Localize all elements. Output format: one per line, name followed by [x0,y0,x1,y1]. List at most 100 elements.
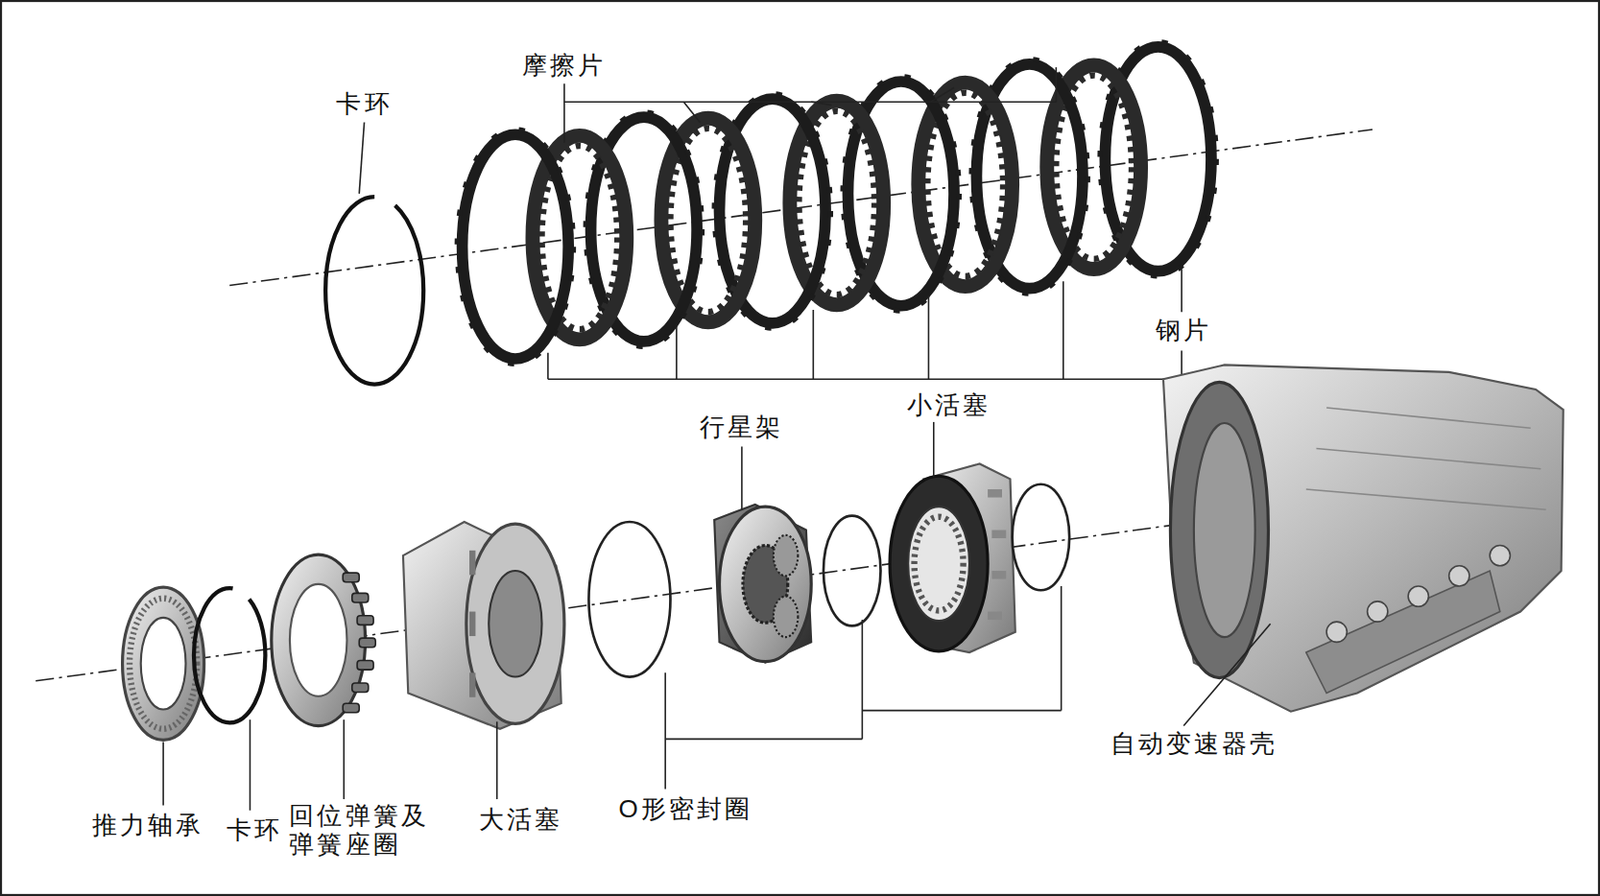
small-piston [991,571,1006,580]
large-piston [466,524,565,724]
small-piston [907,506,970,621]
part-label: O形密封圈 [616,795,757,825]
leader-line [163,422,1271,812]
o-ring [823,516,882,627]
part-label: 钢片 [1152,316,1215,346]
leader-line [928,295,931,380]
transmission-case [1315,449,1541,470]
transmission-case [1367,601,1388,622]
steel-plate [456,129,574,364]
large-piston [469,550,476,576]
small-piston [889,463,1016,653]
small-piston [987,612,1003,621]
leader-line [1060,586,1063,712]
transmission-case [1194,423,1256,638]
planet-carrier [714,504,812,664]
leader-line [861,620,864,740]
leader-line [564,100,1056,103]
part-label: 小活塞 [904,391,994,421]
part-label: 推力轴承 [89,811,207,841]
leader-line [1055,67,1058,102]
leader-line [1062,281,1065,380]
transmission-case [1306,489,1547,510]
planet-carrier [773,535,799,577]
transmission-case [1326,621,1347,643]
return-spring [358,638,376,648]
snap-ring [193,588,265,723]
leader-line [358,122,364,194]
leader-line [931,87,955,102]
leader-line [563,83,566,144]
leader-line [1183,623,1270,726]
small-piston [889,476,988,652]
return-spring [342,573,359,583]
small-piston [914,517,964,612]
transmission-case [1326,545,1510,643]
transmission-case [1408,586,1429,607]
part-label: 自动变速器壳 [1107,730,1282,760]
return-spring [352,593,369,603]
thrust-bearing [141,618,187,711]
part-label: 卡环 [333,90,395,120]
part-label: 卡环 [223,816,286,846]
thrust-bearing [129,598,197,730]
planet-carrier [714,504,812,664]
leader-line [675,324,678,380]
return-spring [271,554,376,727]
leader-line [249,719,252,812]
transmission-case [1163,364,1564,712]
small-piston [987,489,1003,499]
leader-line [342,719,345,800]
planet-carrier [773,597,799,639]
transmission-case [1170,382,1268,678]
return-spring [357,616,374,626]
part-label: 行星架 [696,413,787,443]
return-spring [342,573,376,714]
steel-plate [462,134,570,359]
transmission-case [1163,364,1564,712]
transmission-case [1306,407,1547,510]
leader-line [811,101,832,105]
return-spring [289,584,348,697]
leader-line [861,710,1061,713]
part-label: 大活塞 [476,806,566,836]
transmission-case [1449,566,1470,587]
large-piston [488,571,542,678]
leader-line [683,101,700,122]
leader-line [812,310,815,380]
large-piston [469,672,476,698]
leader-line [665,739,862,741]
leader-line [547,353,550,381]
small-piston [987,489,1006,621]
large-piston [469,612,476,638]
leader-line [496,721,499,800]
return-spring [342,703,359,714]
planet-carrier [719,506,812,663]
steel-plate [456,129,574,364]
leader-line [162,742,165,807]
snap-ring [325,196,424,385]
leader-line [932,422,935,478]
thrust-bearing [122,587,205,741]
leader-line [664,672,667,789]
leader-line [1180,269,1183,313]
leader-line [740,446,743,510]
return-spring [271,554,366,727]
small-piston [991,530,1006,540]
large-piston [469,550,476,698]
transmission-case [1306,571,1501,694]
transmission-case [1326,407,1531,429]
part-label: 摩擦片 [519,51,609,81]
o-ring [588,522,670,678]
part-label: 回位弹簧及 弹簧座圈 [286,802,445,860]
return-spring [352,683,369,693]
o-ring [1012,484,1071,592]
return-spring [357,661,374,671]
thrust-bearing [122,587,205,741]
transmission-case [1489,545,1510,566]
leader-line [358,67,1182,380]
leader-line [548,378,1182,381]
